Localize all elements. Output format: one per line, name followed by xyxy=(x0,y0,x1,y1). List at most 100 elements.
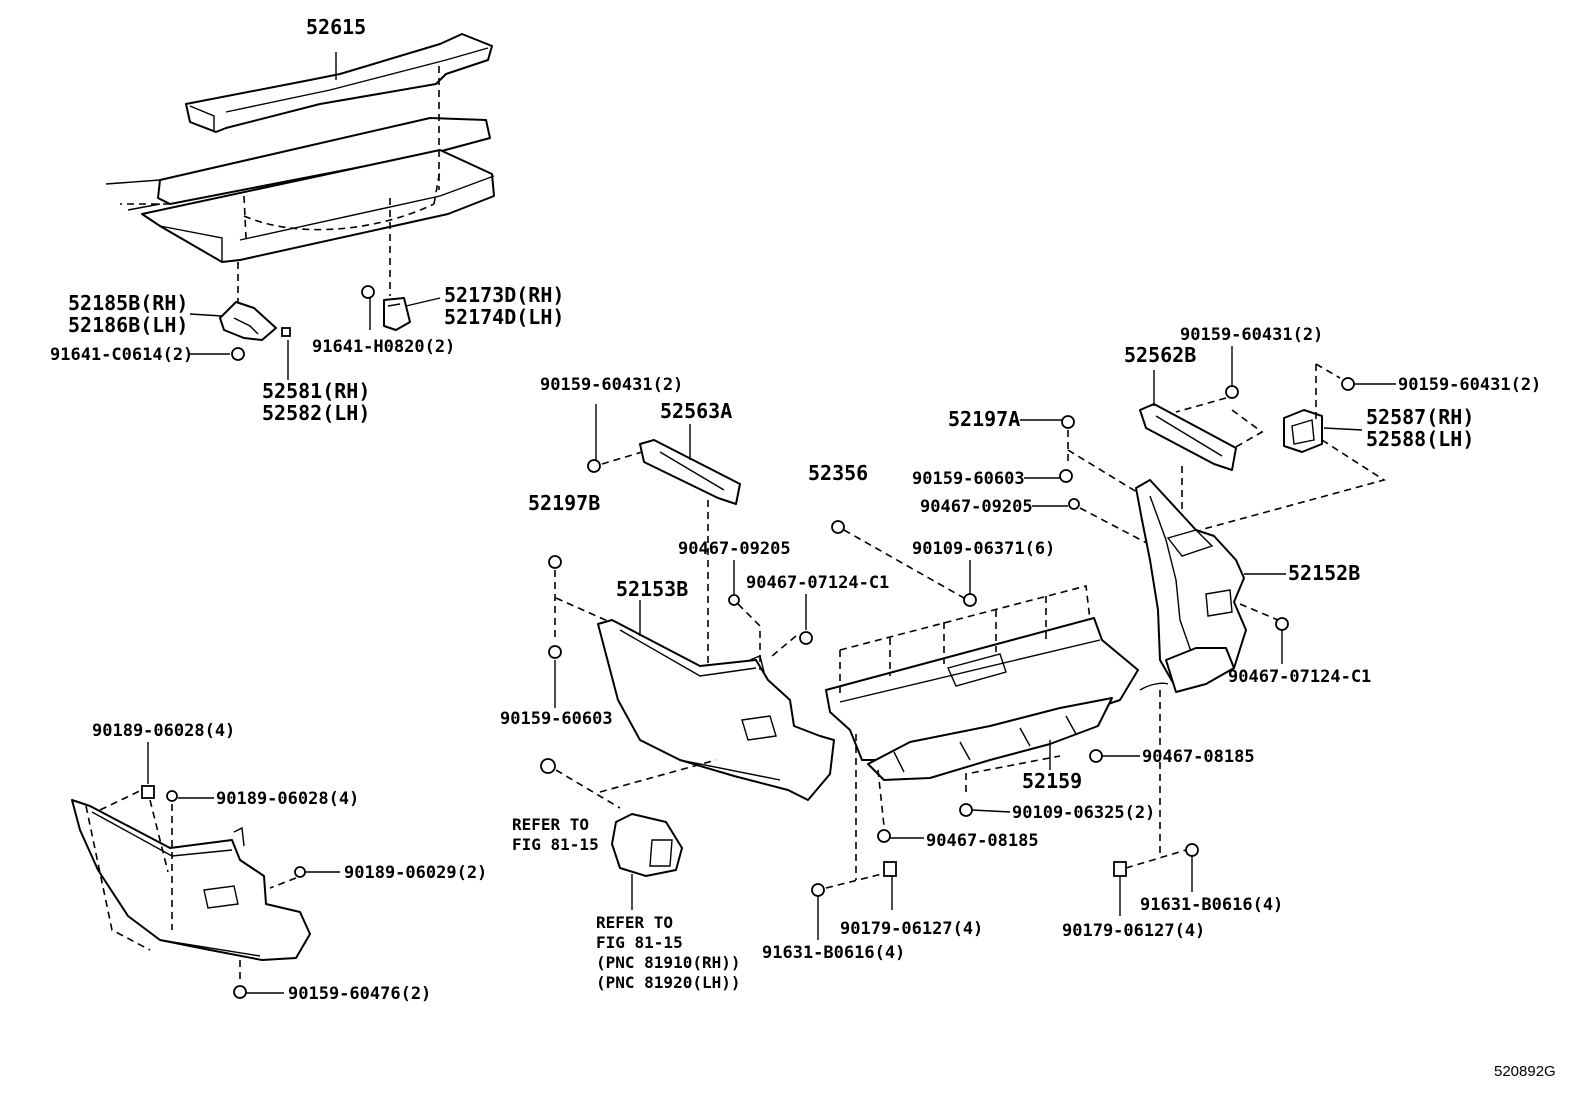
refer-note-2-line4: (PNC 81920(LH)) xyxy=(596,973,741,992)
leader-dash xyxy=(269,877,297,889)
label-90189-06028-a: 90189-06028(4) xyxy=(92,721,235,741)
label-90467-09205-b: 90467-09205 xyxy=(920,497,1033,517)
figure-code: 520892G xyxy=(1494,1063,1556,1080)
label-52563a: 52563A xyxy=(660,399,732,423)
label-90467-08185-b: 90467-08185 xyxy=(926,831,1039,851)
label-52186b: 52186B(LH) xyxy=(68,313,188,337)
leader-dash xyxy=(1315,363,1341,379)
part-52185b-bracket xyxy=(219,301,291,341)
bolt-icon xyxy=(233,985,247,999)
leader-dash xyxy=(599,759,717,793)
label-90159-60431-b: 90159-60431(2) xyxy=(1180,325,1323,345)
label-90109-06371: 90109-06371(6) xyxy=(912,539,1055,559)
bolt-icon xyxy=(877,829,891,843)
leader-line xyxy=(189,313,223,317)
clip-nut-icon xyxy=(883,861,897,877)
label-52356: 52356 xyxy=(808,461,868,485)
nut-icon xyxy=(294,866,306,878)
bolt-icon xyxy=(811,883,825,897)
bolt-icon xyxy=(361,285,375,299)
clip-icon xyxy=(548,555,562,569)
label-90159-60431-a: 90159-60431(2) xyxy=(540,375,683,395)
leader-dash xyxy=(839,584,1091,651)
label-52152b: 52152B xyxy=(1288,561,1360,585)
rear-frame-crossmember xyxy=(105,117,495,263)
clip-icon xyxy=(540,758,556,774)
bolt-icon xyxy=(1275,617,1289,631)
side-marker-lamp xyxy=(611,813,683,877)
part-52159-bumper-lower xyxy=(825,617,1139,781)
bolt-icon xyxy=(1341,377,1355,391)
bolt-icon xyxy=(548,645,562,659)
label-52159: 52159 xyxy=(1022,769,1082,793)
leader-dash xyxy=(1175,397,1227,413)
bolt-icon xyxy=(1225,385,1239,399)
bolt-icon xyxy=(231,347,245,361)
leader-dash xyxy=(1231,409,1264,449)
leader-dash xyxy=(1199,439,1386,531)
part-52563a-retainer xyxy=(639,439,741,505)
refer-note-1-line2: FIG 81-15 xyxy=(512,835,599,854)
part-52562b-retainer xyxy=(1139,403,1237,471)
bolt-icon xyxy=(728,594,740,606)
label-90179-06127-a: 90179-06127(4) xyxy=(840,919,983,939)
label-90467-09205-a: 90467-09205 xyxy=(678,539,791,559)
leader-line xyxy=(1323,427,1363,431)
label-52588: 52588(LH) xyxy=(1366,427,1474,451)
label-90189-06028-b: 90189-06028(4) xyxy=(216,789,359,809)
leader-dash xyxy=(825,871,891,889)
label-52174d: 52174D(LH) xyxy=(444,305,564,329)
label-91641-h0820: 91641-H0820(2) xyxy=(312,337,455,357)
label-90159-60603-a: 90159-60603 xyxy=(500,709,613,729)
leader-dash xyxy=(877,769,885,827)
bolt-icon xyxy=(1068,498,1080,510)
leader-dash xyxy=(737,603,761,670)
bolt-icon xyxy=(1059,469,1073,483)
leader-dash xyxy=(843,529,965,599)
leader-dash xyxy=(1239,603,1279,621)
label-52615: 52615 xyxy=(306,15,366,39)
leader-dash xyxy=(771,635,797,657)
label-52173d: 52173D(RH) xyxy=(444,283,564,307)
refer-note-2-line1: REFER TO xyxy=(596,913,673,932)
bolt-icon xyxy=(1185,843,1199,857)
label-90467-07124-c1-b: 90467-07124-C1 xyxy=(1228,667,1371,687)
label-90109-06325: 90109-06325(2) xyxy=(1012,803,1155,823)
leader-dash xyxy=(99,785,151,811)
bolt-icon xyxy=(587,459,601,473)
bolt-icon xyxy=(1089,749,1103,763)
leader-line xyxy=(971,809,1011,813)
leader-line xyxy=(405,297,441,307)
nut-icon xyxy=(166,790,178,802)
clip-icon xyxy=(831,520,845,534)
clip-nut-icon xyxy=(1113,861,1127,877)
bolt-icon xyxy=(799,631,813,645)
label-90467-07124-c1-a: 90467-07124-C1 xyxy=(746,573,889,593)
label-52562b: 52562B xyxy=(1124,343,1196,367)
part-52153b-bumper-side-lh xyxy=(597,619,835,801)
nut-icon xyxy=(141,785,155,799)
leader-dash xyxy=(965,755,1061,792)
label-90159-60603-b: 90159-60603 xyxy=(912,469,1025,489)
part-52615-reinforcement xyxy=(185,33,493,133)
label-91631-b0616-a: 91631-B0616(4) xyxy=(762,943,905,963)
refer-note-1-line1: REFER TO xyxy=(512,815,589,834)
leader-dash xyxy=(1125,849,1187,869)
label-90467-08185-a: 90467-08185 xyxy=(1142,747,1255,767)
leader-dash xyxy=(1067,449,1151,501)
refer-note-2-line2: FIG 81-15 xyxy=(596,933,683,952)
label-91641-c0614: 91641-C0614(2) xyxy=(50,345,193,365)
label-52587: 52587(RH) xyxy=(1366,405,1474,429)
leader-dash xyxy=(555,597,611,623)
label-90179-06127-b: 90179-06127(4) xyxy=(1062,921,1205,941)
label-52153b: 52153B xyxy=(616,577,688,601)
leader-dash xyxy=(555,769,621,809)
bolt-icon xyxy=(963,593,977,607)
label-52197a: 52197A xyxy=(948,407,1020,431)
bolt-icon xyxy=(959,803,973,817)
clip-icon xyxy=(1061,415,1075,429)
part-52587-bracket xyxy=(1283,409,1323,453)
part-52152b-bumper-side-rh xyxy=(1135,479,1247,693)
